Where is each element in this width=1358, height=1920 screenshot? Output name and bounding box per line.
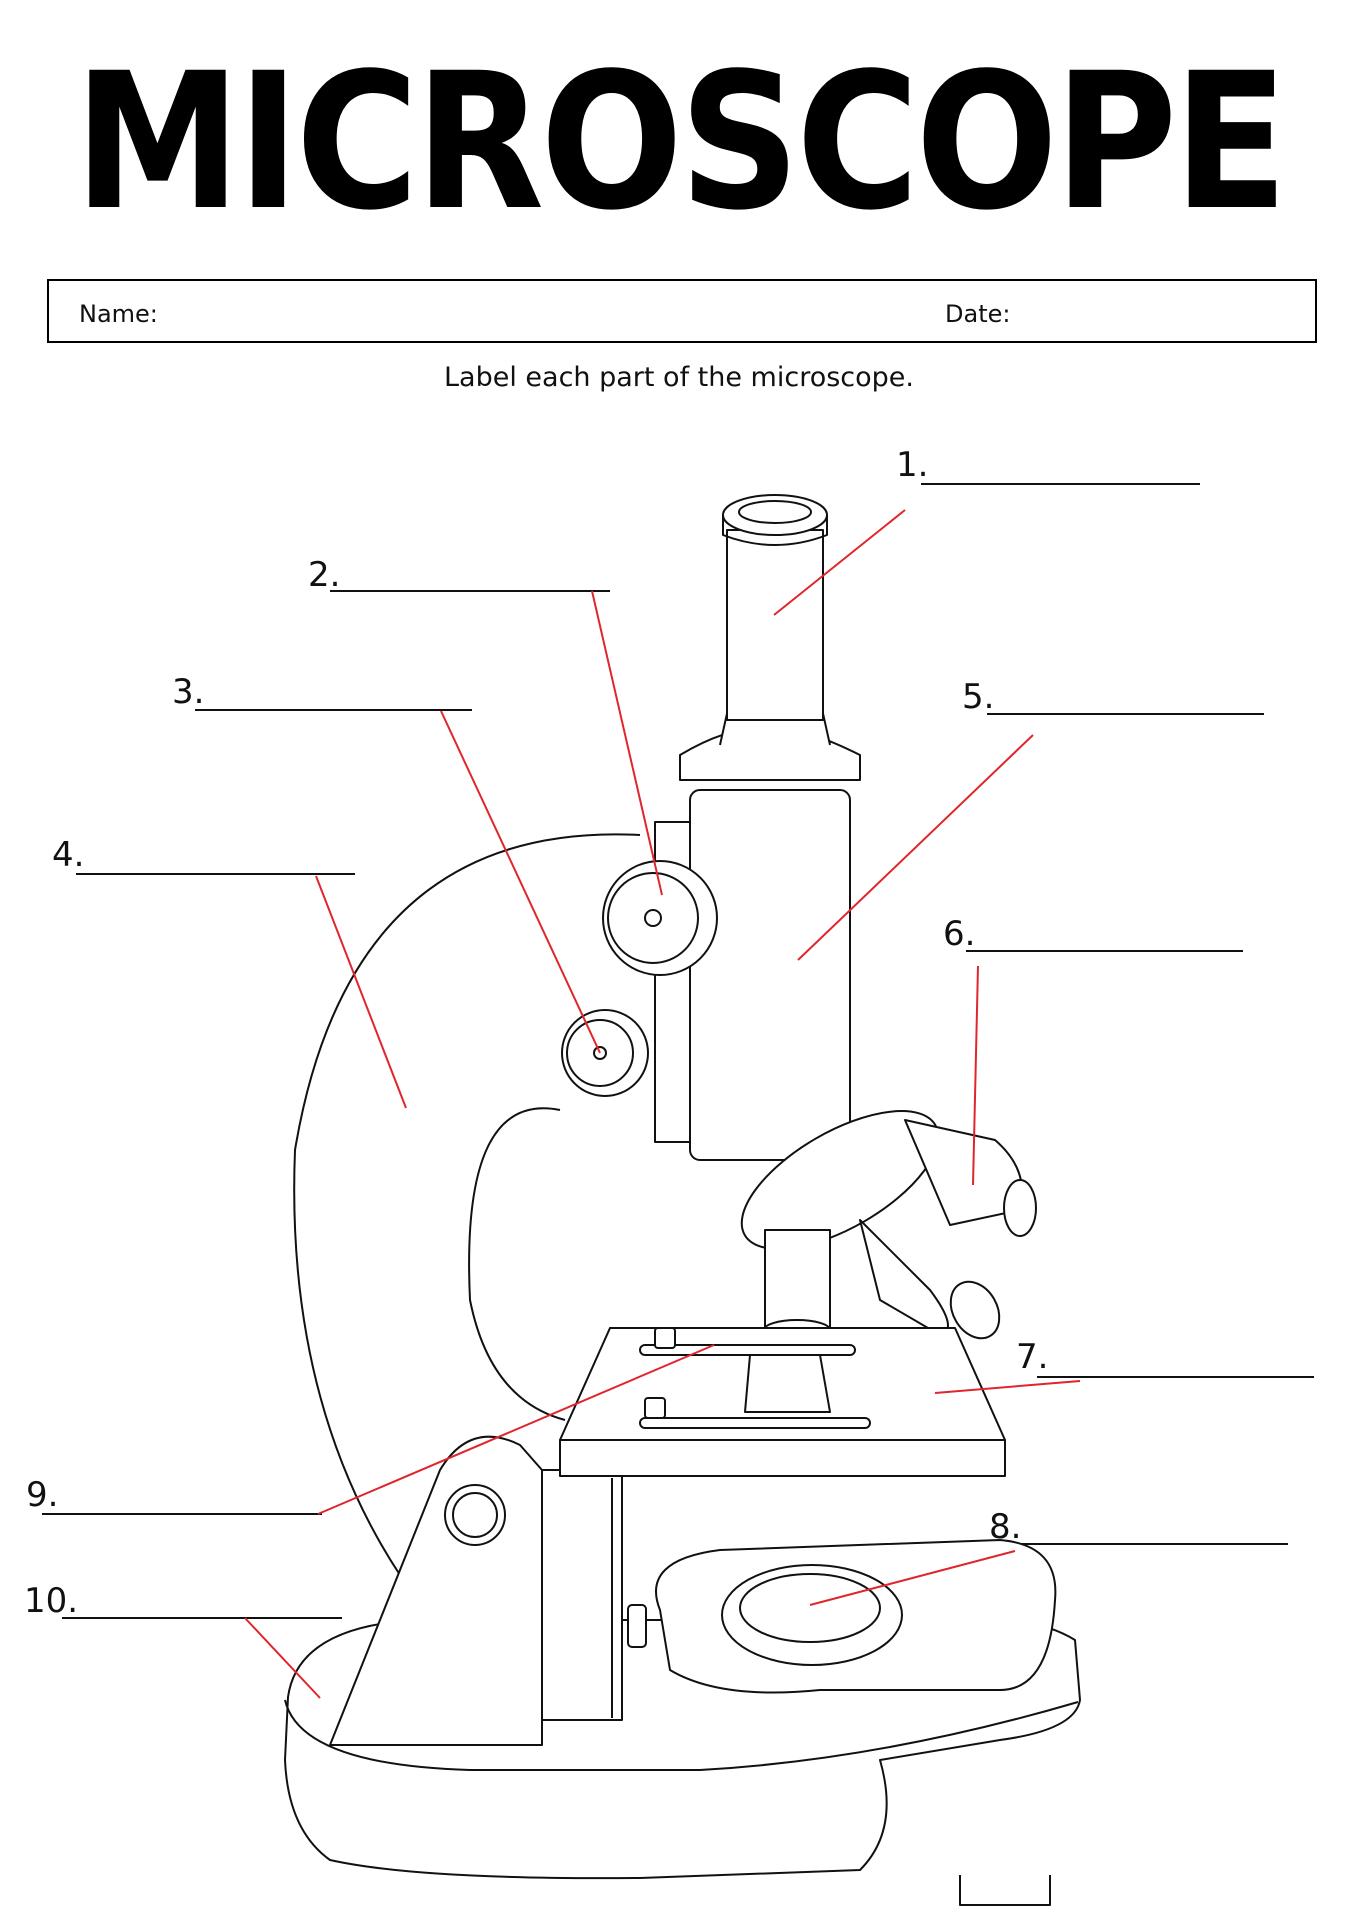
label-number-10: 10. <box>24 1581 79 1621</box>
pointer-line-8 <box>809 1550 1016 1606</box>
objective-high-tip <box>949 1280 1001 1340</box>
eyepiece-lens <box>738 500 812 524</box>
label-number-5: 5. <box>962 677 995 717</box>
eyepiece-rim <box>722 515 828 546</box>
base-foot <box>959 1875 1051 1906</box>
name-label: Name: <box>79 300 158 328</box>
pointer-line-4 <box>315 875 407 1109</box>
label-number-6: 6. <box>943 914 976 954</box>
stage-column <box>541 1469 623 1721</box>
stage-clip-back-post <box>654 1327 676 1349</box>
objective-medium-tip <box>1003 1179 1037 1237</box>
objective-high <box>859 1219 949 1336</box>
coarse-focus-knob-face <box>607 872 699 964</box>
worksheet-title: MICROSCOPE <box>73 32 1288 252</box>
pillar <box>329 1435 543 1746</box>
pointer-line-9 <box>317 1344 715 1515</box>
label-number-7: 7. <box>1016 1337 1049 1377</box>
stage-clip-front-post <box>644 1397 666 1419</box>
base-top-edge <box>284 1699 1079 1771</box>
pointer-lines <box>244 509 1081 1699</box>
label-number-1: 1. <box>896 445 929 485</box>
fine-adjust-knob-lower-inner <box>452 1492 498 1538</box>
body-tube <box>689 789 851 1161</box>
answer-lines <box>42 483 1314 1619</box>
label-number-3: 3. <box>172 672 205 712</box>
fine-focus-knob-center <box>593 1046 607 1060</box>
coarse-focus-knob-center <box>644 909 662 927</box>
stage-clip-back <box>639 1344 856 1356</box>
arm-curve-outer <box>293 833 641 1576</box>
label-number-2: 2. <box>308 555 341 595</box>
revolving-nosepiece <box>740 1110 940 1250</box>
pointer-line-1 <box>773 509 906 616</box>
label-number-8: 8. <box>989 1507 1022 1547</box>
pointer-line-2 <box>591 590 663 896</box>
label-number-9: 9. <box>26 1475 59 1515</box>
arm-curve-inner <box>468 1107 566 1421</box>
eyepiece-tube <box>726 529 824 721</box>
pointer-line-5 <box>797 734 1034 961</box>
objective-low <box>764 1229 831 1331</box>
microscope-outline <box>284 494 1081 1906</box>
pointer-line-3 <box>440 710 601 1054</box>
pointer-line-7 <box>934 1380 1081 1394</box>
stage-clip-front <box>639 1417 871 1429</box>
label-number-4: 4. <box>52 835 85 875</box>
fine-focus-knob-face <box>566 1019 634 1087</box>
mirror <box>739 1573 881 1643</box>
name-date-box: Name: Date: <box>47 279 1317 343</box>
mirror-pivot <box>627 1604 647 1648</box>
pointer-line-6 <box>972 965 979 1186</box>
date-label: Date: <box>945 300 1011 328</box>
stage-front <box>559 1439 1006 1477</box>
instruction-text: Label each part of the microscope. <box>443 362 914 393</box>
pointer-line-10 <box>244 1617 321 1699</box>
